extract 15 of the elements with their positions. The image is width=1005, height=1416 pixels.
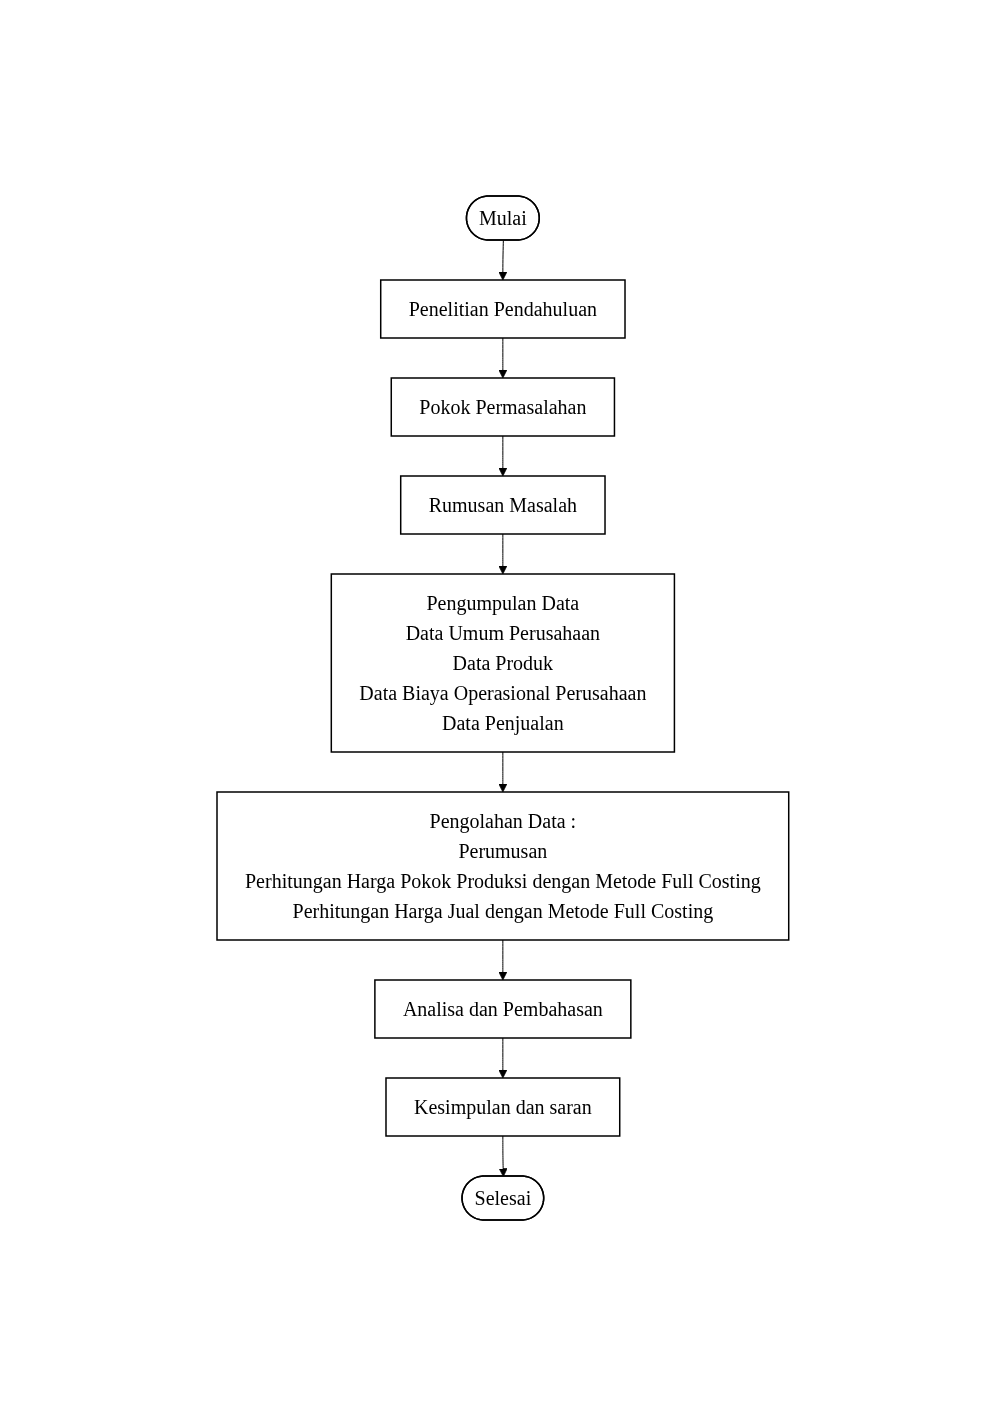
arrow [498,435,507,477]
arrow [498,939,507,981]
arrow [498,337,507,379]
node-box: Kesimpulan dan saran [384,1077,621,1137]
node-box: Analisa dan Pembahasan [373,979,632,1039]
node-box: Rumusan Masalah [399,475,606,535]
arrow [498,751,507,793]
arrow [498,240,507,281]
node-box: Pengumpulan Data Data Umum Perusahaan Data Produk Data Biaya Operasional Perusahaan Data Penjualan [330,573,675,753]
arrow [498,1037,507,1079]
arrow [498,533,507,575]
node-box: Pengolahan Data : Perumusan Perhitungan Harga Pokok Produksi dengan Metode Full Costing Perhitungan Harga Jual dengan Metode Full Costing [215,791,790,941]
node-box: Pokok Permasalahan [390,377,615,437]
arrow [498,1135,508,1177]
node-box: Penelitian Pendahuluan [379,279,626,339]
